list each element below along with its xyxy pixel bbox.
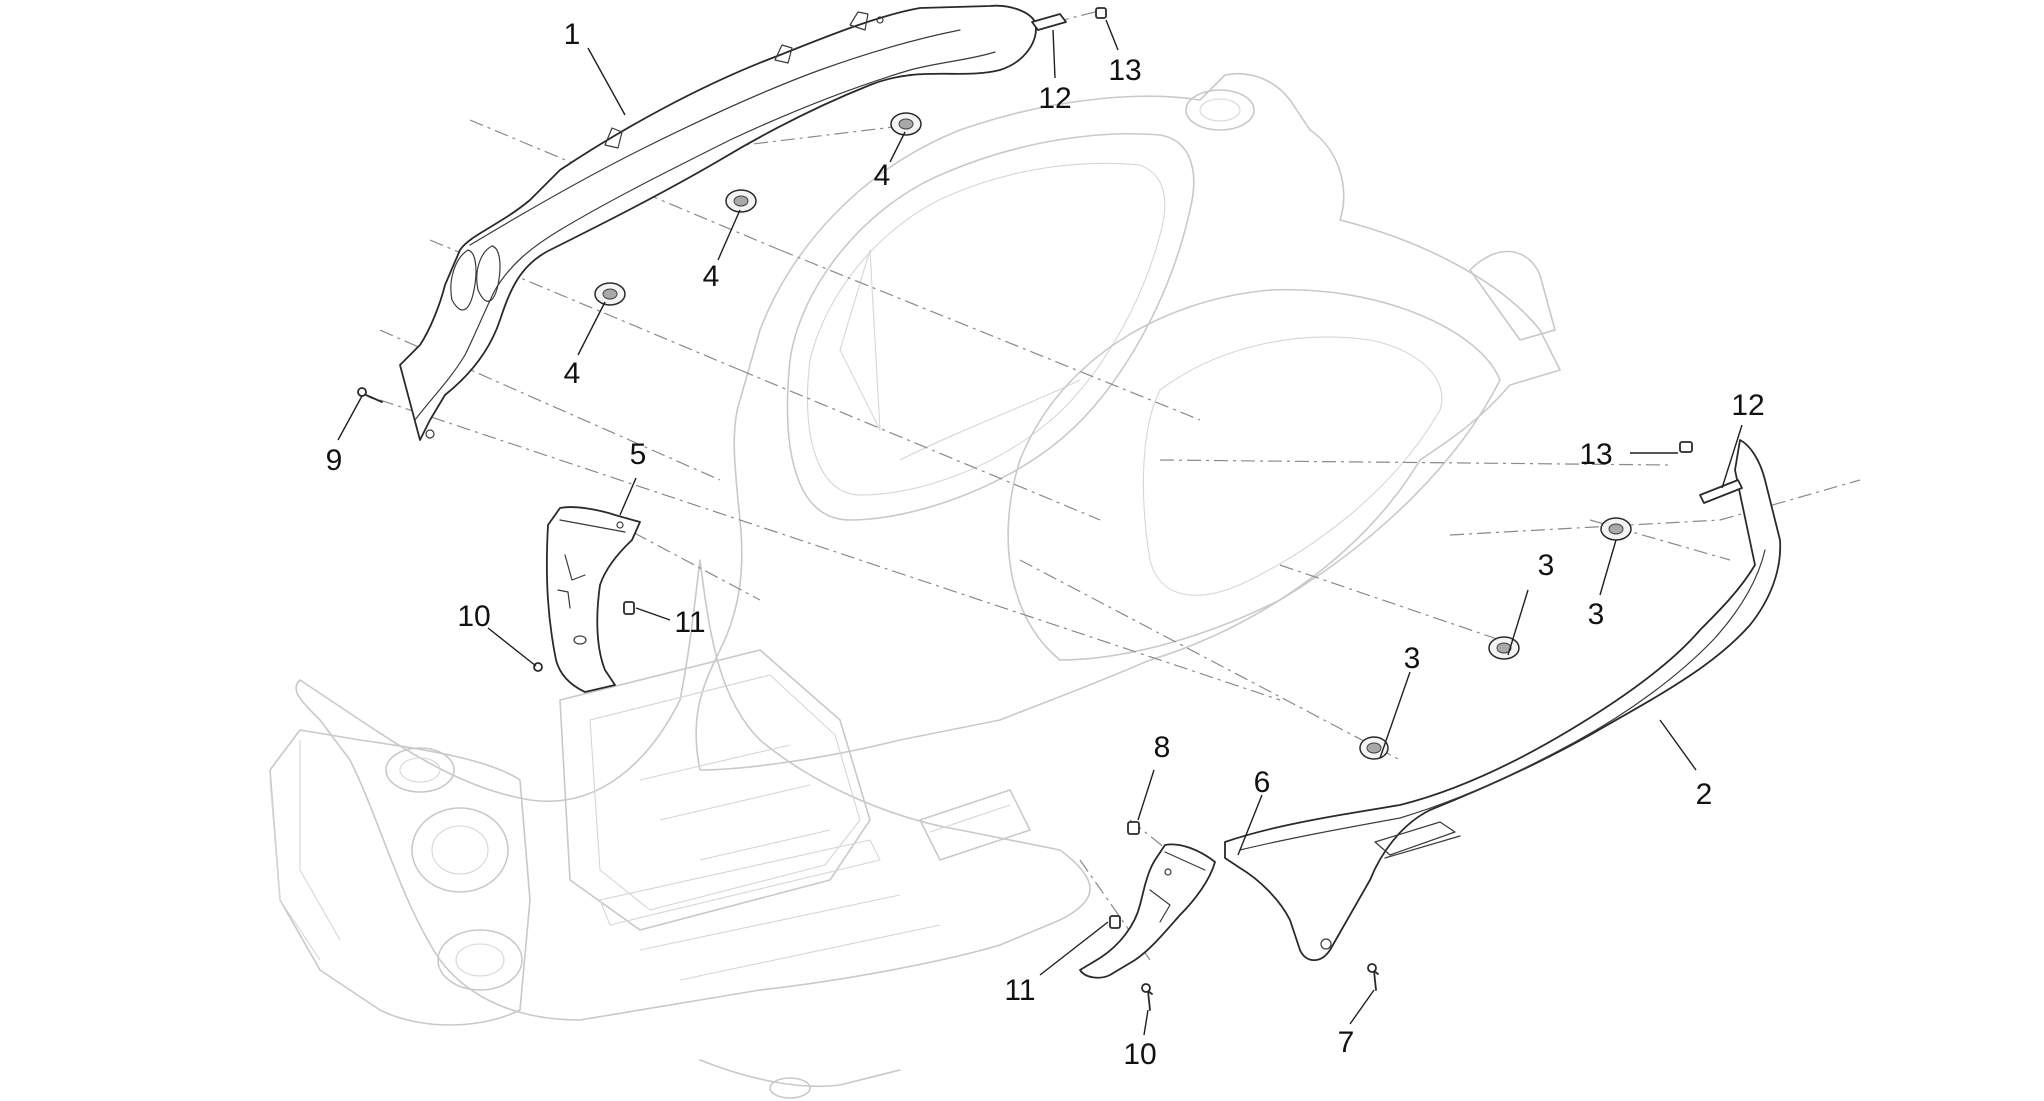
callout-2: 2	[1696, 778, 1713, 811]
callout-13: 13	[1579, 438, 1612, 471]
part-1-left-side-cowl	[399, 4, 1037, 441]
scooter-body-frame	[269, 73, 1561, 1099]
callout-1: 1	[564, 18, 581, 51]
callout-11: 11	[674, 606, 705, 639]
callout-12: 12	[1038, 82, 1071, 115]
callout-6: 6	[1254, 766, 1271, 799]
callout-10: 10	[457, 600, 490, 633]
callout-4: 4	[874, 159, 891, 192]
part-6-right-bracket	[1079, 843, 1216, 979]
callout-4: 4	[564, 357, 581, 390]
callout-5: 5	[630, 438, 647, 471]
callout-9: 9	[326, 444, 343, 477]
hardware-clips-screws	[357, 7, 1743, 1011]
callout-7: 7	[1338, 1026, 1355, 1059]
callout-12: 12	[1731, 389, 1764, 422]
callout-11: 11	[1004, 974, 1035, 1007]
part-2-right-side-trim	[1224, 439, 1782, 962]
assembly-lines	[379, 11, 1861, 961]
part-4-grommets	[594, 112, 922, 306]
callout-3: 3	[1404, 642, 1421, 675]
callout-8: 8	[1154, 731, 1171, 764]
callout-labels: 1 2 3 3 3 4 4 4 5 6 7 8 9 10 10 11 11 12…	[326, 18, 1765, 1071]
callout-13: 13	[1108, 54, 1141, 87]
callout-4: 4	[703, 260, 720, 293]
callout-3: 3	[1588, 598, 1605, 631]
part-5-left-bracket	[545, 506, 641, 693]
leader-lines	[337, 19, 1743, 1036]
callout-3: 3	[1538, 549, 1555, 582]
callout-10: 10	[1123, 1038, 1156, 1071]
